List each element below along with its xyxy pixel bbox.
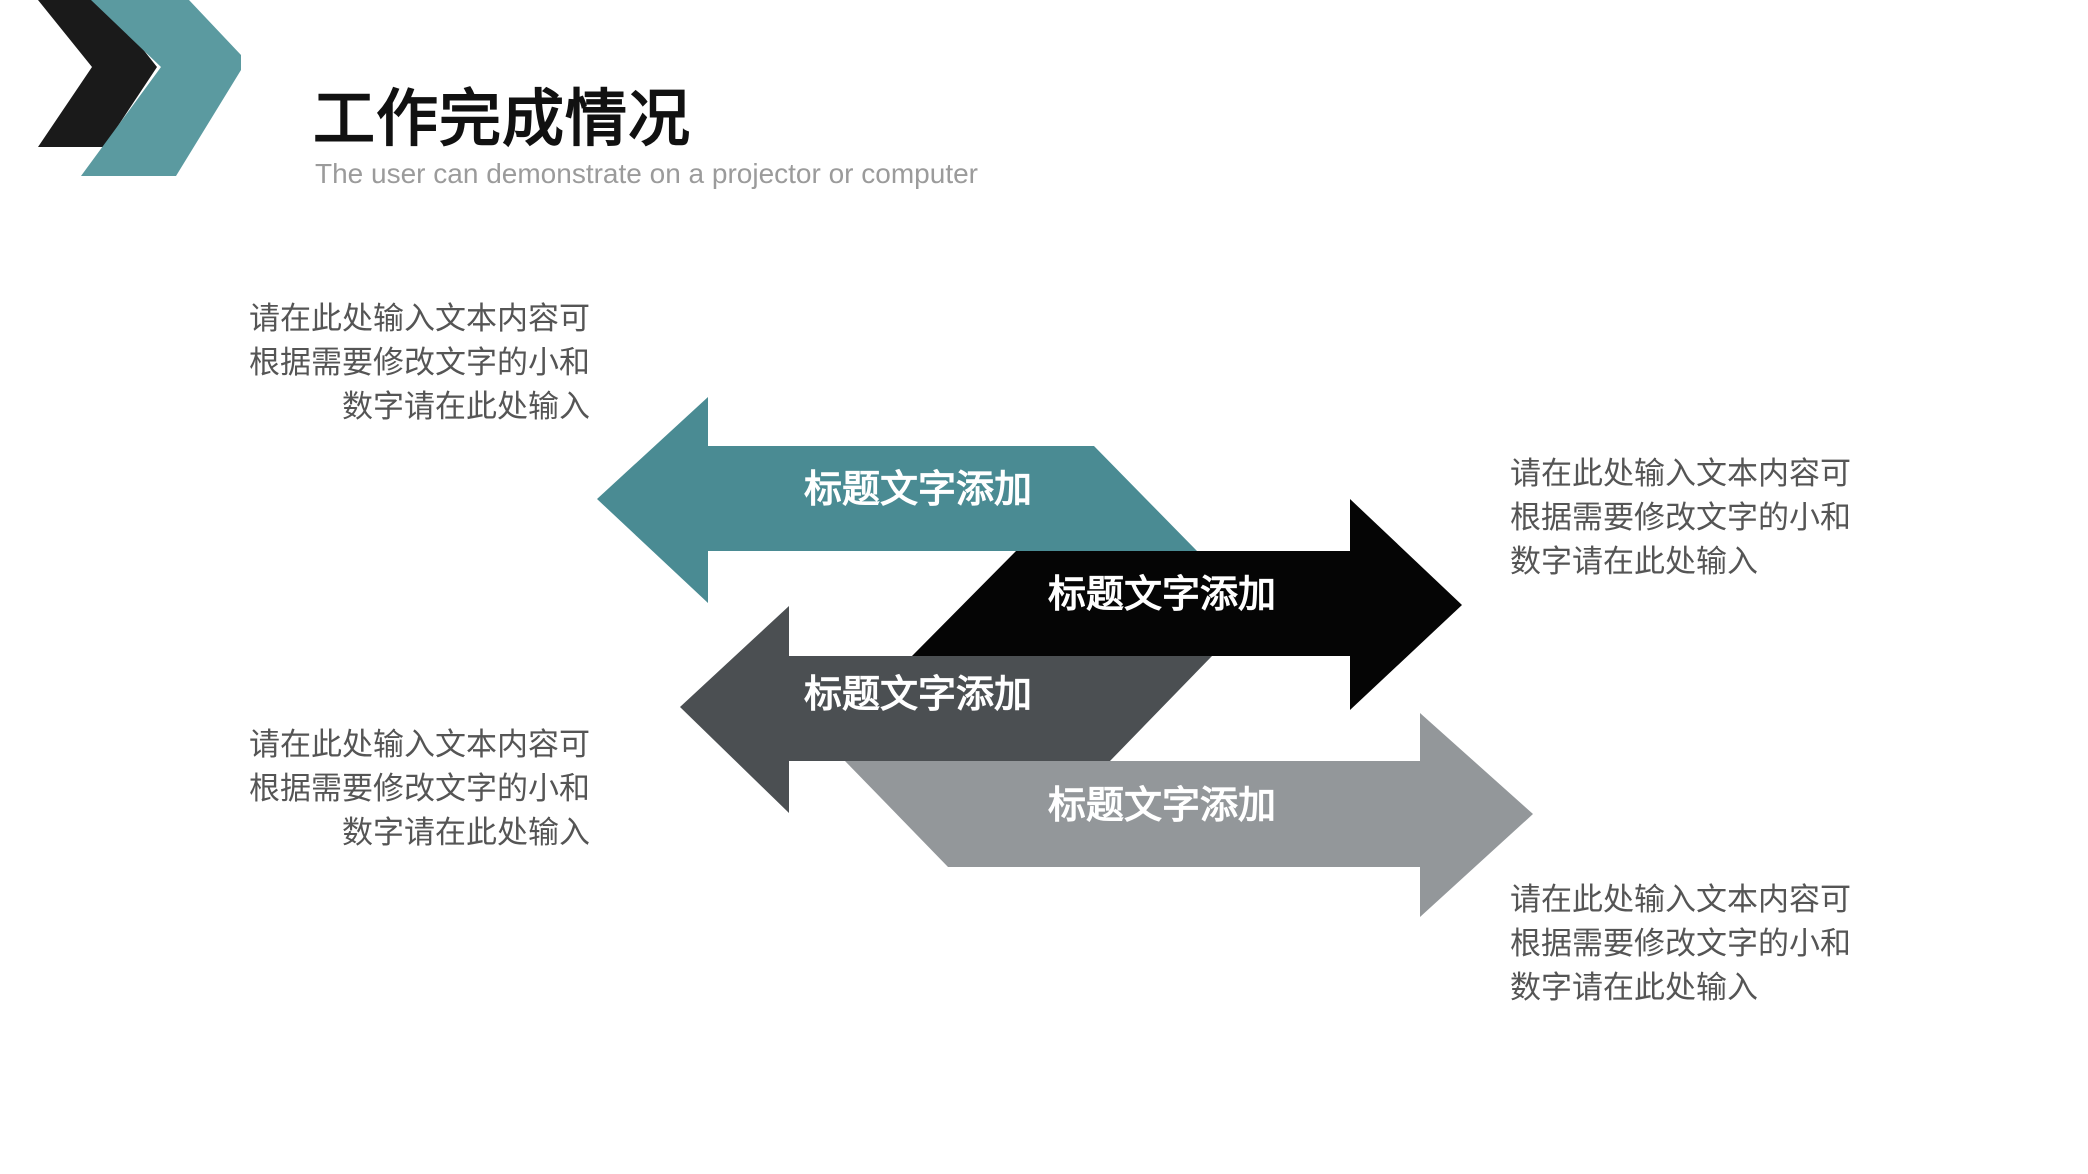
description-2-line-1: 请在此处输入文本内容可 [1510, 456, 1851, 492]
arrow-2-shape [912, 499, 1462, 710]
page-title: 工作完成情况 [313, 82, 692, 155]
arrow-4-label: 标题文字添加 [1048, 783, 1276, 827]
description-1-line-1: 请在此处输入文本内容可 [249, 301, 590, 337]
description-4: 请在此处输入文本内容可 根据需要修改文字的小和 数字请在此处输入 [1510, 878, 1890, 1010]
arrow-1-shape [597, 397, 1197, 603]
description-4-line-2: 根据需要修改文字的小和 [1510, 926, 1851, 962]
arrow-4-shape [845, 713, 1533, 917]
description-2-line-2: 根据需要修改文字的小和 [1510, 500, 1851, 536]
description-1-line-3: 数字请在此处输入 [342, 389, 590, 425]
description-1: 请在此处输入文本内容可 根据需要修改文字的小和 数字请在此处输入 [210, 297, 590, 429]
description-4-line-3: 数字请在此处输入 [1510, 970, 1758, 1006]
description-3: 请在此处输入文本内容可 根据需要修改文字的小和 数字请在此处输入 [210, 723, 590, 855]
arrow-2-label: 标题文字添加 [1048, 572, 1276, 616]
description-4-line-1: 请在此处输入文本内容可 [1510, 882, 1851, 918]
description-3-line-3: 数字请在此处输入 [342, 815, 590, 851]
description-3-line-2: 根据需要修改文字的小和 [249, 771, 590, 807]
description-3-line-1: 请在此处输入文本内容可 [249, 727, 590, 763]
logo-chevron-dark [38, 0, 157, 147]
page-subtitle: The user can demonstrate on a projector … [315, 158, 979, 189]
logo-chevron-teal [81, 0, 241, 176]
description-2: 请在此处输入文本内容可 根据需要修改文字的小和 数字请在此处输入 [1510, 452, 1890, 584]
description-1-line-2: 根据需要修改文字的小和 [249, 345, 590, 381]
arrow-3-shape [680, 606, 1212, 813]
description-2-line-3: 数字请在此处输入 [1510, 544, 1758, 580]
arrow-3-label: 标题文字添加 [804, 672, 1032, 716]
arrow-1-label: 标题文字添加 [804, 467, 1032, 511]
